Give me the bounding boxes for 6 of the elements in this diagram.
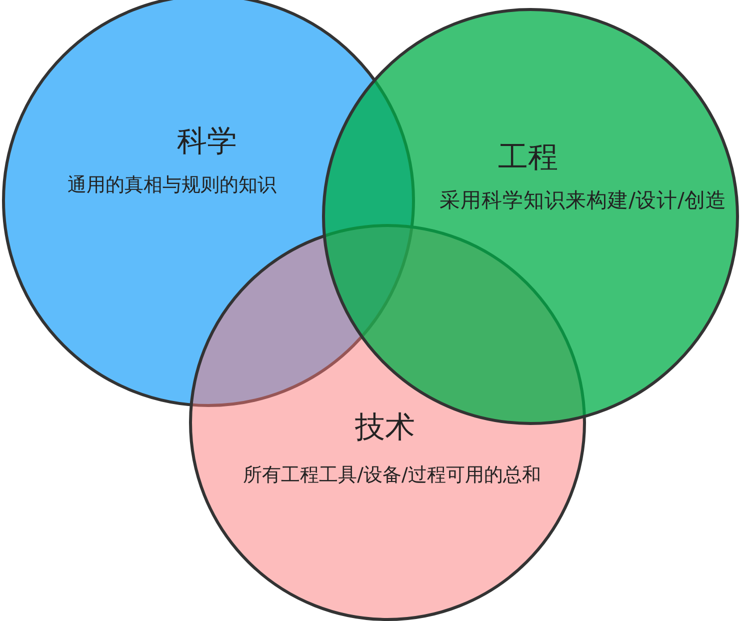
set-description: 通用的真相与规则的知识 bbox=[68, 175, 276, 197]
set-description: 所有工程工具/设备/过程可用的总和 bbox=[243, 465, 541, 487]
set-title: 科学 bbox=[177, 124, 237, 160]
set-description: 采用科学知识来构建/设计/创造 bbox=[440, 189, 726, 213]
set-title: 工程 bbox=[498, 140, 558, 176]
set-title: 技术 bbox=[355, 410, 415, 446]
